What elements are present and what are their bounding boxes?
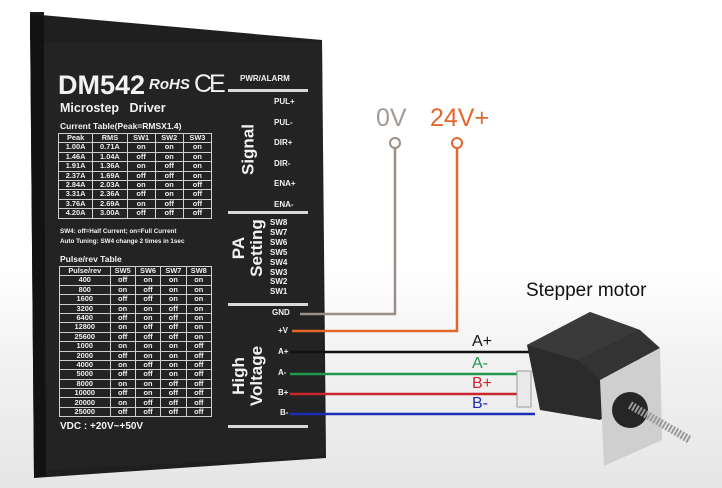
zero-volt-label: 0V — [376, 104, 407, 132]
motor-wire-label-b-plus: B+ — [472, 375, 493, 392]
zero-volt-terminal — [389, 137, 401, 149]
gnd-wire — [300, 148, 397, 316]
table-cell: 3.00A — [92, 208, 128, 219]
terminal-enaminus: ENA- — [274, 199, 294, 209]
divider — [228, 89, 308, 92]
pwr-alarm-label: PWR/ALARM — [240, 74, 290, 83]
terminal-pulplus: PUL+ — [274, 97, 295, 106]
driver-subtitle: Microstep Driver — [60, 101, 166, 115]
driver-model: DM542 — [58, 70, 146, 100]
terminal-aplus: A+ — [278, 347, 289, 356]
table-cell: off — [182, 208, 213, 219]
dip-switch-sw4: SW4 — [270, 257, 288, 267]
motor-wire-label-b-minus: B- — [472, 395, 488, 412]
current-table-caption: Current Table(Peak=RMSX1.4) — [60, 121, 182, 131]
dip-switch-sw7: SW7 — [270, 227, 288, 237]
terminal-pulminus: PUL- — [274, 117, 293, 127]
terminal-aminus: A- — [278, 368, 287, 377]
supply-voltage-label: 24V+ — [430, 104, 490, 132]
dip-switch-sw3: SW3 — [270, 267, 288, 277]
terminal-bminus: B- — [280, 408, 289, 417]
sw4-note: SW4: off=Half Current; on=Full Current — [60, 228, 177, 235]
ce-mark: CE — [194, 70, 226, 98]
motor-title: Stepper motor — [526, 280, 647, 301]
terminal-gnd: GND — [272, 308, 290, 317]
dip-switch-sw5: SW5 — [270, 247, 288, 257]
terminal-bplus: B+ — [278, 388, 289, 397]
table-cell: off — [185, 406, 213, 418]
dip-switch-sw2: SW2 — [270, 277, 288, 287]
dip-switch-sw8: SW8 — [270, 218, 288, 227]
terminal-enaplus: ENA+ — [274, 179, 296, 188]
motor-wire-label-a-minus: A- — [472, 355, 488, 372]
terminal-dirminus: DIR- — [274, 158, 291, 168]
vplus-wire — [292, 148, 459, 333]
auto-tuning-note: Auto Tuning: SW4 change 2 times in 1sec — [60, 238, 185, 245]
pulse-table-caption: Pulse/rev Table — [60, 254, 122, 264]
rohs-mark: RoHS — [149, 76, 190, 93]
supply-terminal — [451, 137, 463, 149]
motor-wire-label-a-plus: A+ — [472, 333, 493, 350]
dip-switch-sw6: SW6 — [270, 237, 288, 247]
dip-switch-sw1: SW1 — [270, 287, 288, 297]
divider — [228, 211, 308, 214]
terminal-plusv: +V — [278, 326, 289, 335]
terminal-dirplus: DIR+ — [274, 138, 293, 147]
divider — [228, 303, 308, 306]
divider — [228, 425, 308, 428]
vdc-range: VDC : +20V~+50V — [60, 421, 144, 432]
